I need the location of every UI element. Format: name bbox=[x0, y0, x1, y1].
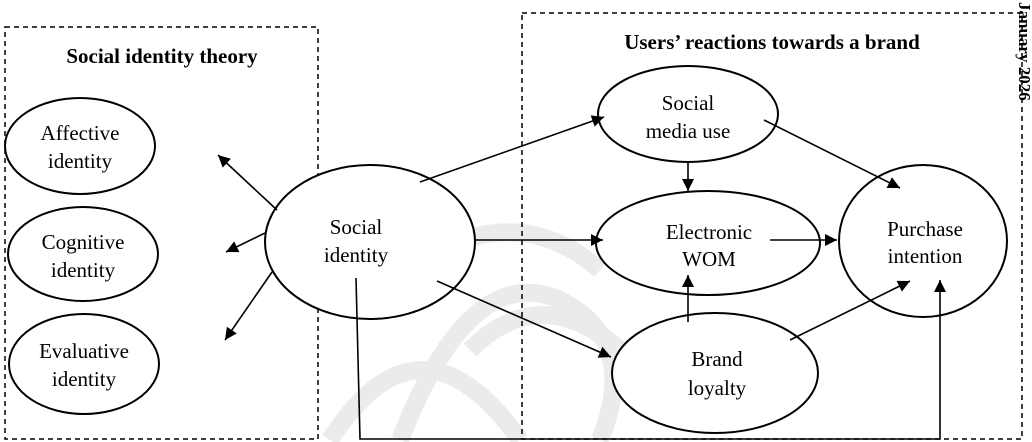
node-electronic-wom-line2: WOM bbox=[682, 247, 736, 271]
node-cognitive-identity-line2: identity bbox=[51, 258, 116, 282]
node-cognitive-identity-line1: Cognitive bbox=[42, 230, 125, 254]
arrow-social-media-use-to-purchase-intention bbox=[763, 119, 901, 189]
node-brand-loyalty-line1: Brand bbox=[691, 347, 743, 371]
arrow-social-identity-to-brand-loyalty bbox=[436, 280, 612, 358]
node-electronic-wom: Electronic WOM bbox=[595, 190, 821, 296]
arrow-social-identity-to-affective bbox=[217, 154, 278, 211]
arrow-social-identity-to-cognitive bbox=[225, 232, 266, 253]
node-social-media-use-line2: media use bbox=[646, 119, 731, 143]
node-social-identity: Social identity bbox=[264, 164, 476, 320]
node-cognitive-identity: Cognitive identity bbox=[7, 206, 159, 302]
node-purchase-intention: Purchase intention bbox=[838, 164, 1008, 318]
group-title-social-identity-theory: Social identity theory bbox=[66, 44, 258, 68]
node-social-identity-line2: identity bbox=[324, 243, 389, 267]
arrow-social-identity-to-purchase-intention bbox=[355, 277, 946, 440]
node-social-media-use-line1: Social bbox=[662, 91, 715, 115]
group-box-social-identity-theory bbox=[4, 26, 319, 440]
node-evaluative-identity-line1: Evaluative bbox=[39, 339, 129, 363]
side-date-label: January 2026 bbox=[1015, 2, 1032, 101]
node-purchase-intention-line1: Purchase bbox=[887, 217, 963, 241]
group-box-users-reactions bbox=[521, 12, 1023, 440]
arrow-social-identity-to-evaluative bbox=[224, 271, 273, 341]
node-electronic-wom-line1: Electronic bbox=[666, 220, 752, 244]
node-brand-loyalty: Brand loyalty bbox=[611, 312, 819, 434]
node-affective-identity-line1: Affective bbox=[41, 121, 120, 145]
arrow-brand-loyalty-to-purchase-intention bbox=[789, 280, 911, 341]
node-evaluative-identity-line2: identity bbox=[52, 367, 117, 391]
node-social-identity-line1: Social bbox=[330, 215, 383, 239]
group-title-users-reactions: Users’ reactions towards a brand bbox=[624, 30, 920, 54]
node-affective-identity-line2: identity bbox=[48, 149, 113, 173]
node-brand-loyalty-line2: loyalty bbox=[688, 376, 747, 400]
node-social-media-use: Social media use bbox=[597, 65, 779, 163]
node-affective-identity: Affective identity bbox=[4, 97, 156, 195]
arrow-social-identity-to-social-media-use bbox=[419, 115, 605, 183]
node-evaluative-identity: Evaluative identity bbox=[8, 313, 160, 415]
node-purchase-intention-line2: intention bbox=[888, 244, 963, 268]
